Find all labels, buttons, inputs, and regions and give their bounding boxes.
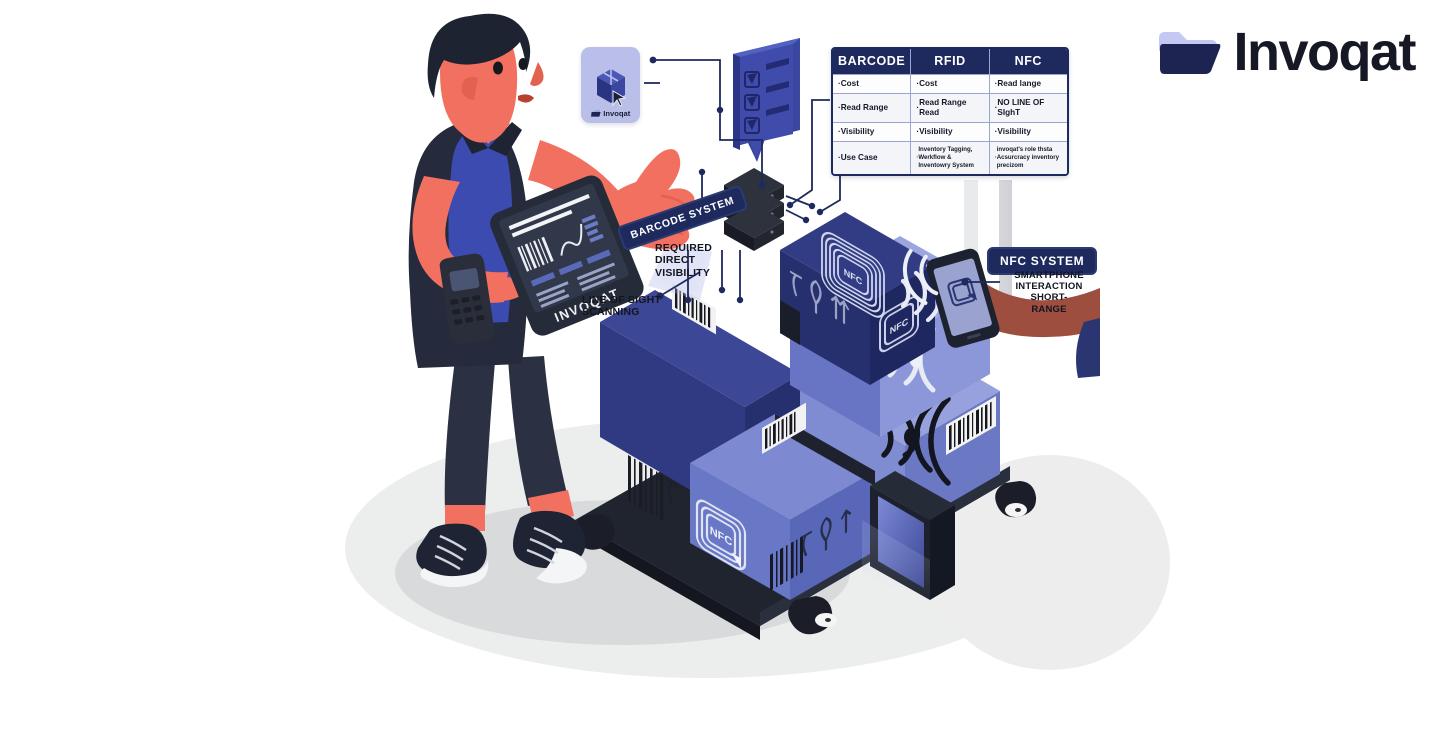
cursor-arrow-icon [612, 90, 626, 107]
table-header-row: BARCODE RFID NFC [833, 49, 1067, 75]
table-cell: Cost [833, 75, 912, 94]
folder-icon [1157, 27, 1221, 77]
folder-icon [590, 110, 601, 117]
cart-wheel-front [788, 596, 837, 635]
table-header-rfid: RFID [911, 49, 990, 75]
table-row: Visibility Visibility Visibility [833, 122, 1067, 142]
cart-tablet [862, 471, 955, 612]
tablet-barcode [517, 236, 554, 272]
cart-wheel-right [995, 481, 1037, 518]
table-cell: NO LINE OF SIghT [990, 94, 1067, 122]
3d-box-icon [596, 69, 626, 107]
invoqat-app-card[interactable]: Invoqat [581, 47, 640, 123]
callout-line-of-sight-scanning: LINE OF SIGHT SCANNING [582, 294, 662, 319]
handling-icons [799, 509, 852, 557]
table-cell: Visibility [911, 123, 990, 142]
table-cell: Visibility [990, 123, 1067, 141]
table-header-nfc: NFC [1014, 54, 1043, 68]
nfc-icon-phone [947, 277, 976, 307]
table-header-barcode: BARCODE [833, 49, 912, 75]
scan-beam [648, 240, 712, 300]
barcode-label [946, 396, 996, 455]
callout-required-direct-visibility: REQUIRED DIRECT VISIBILITY [655, 242, 735, 279]
box-deck-barcode [762, 402, 806, 454]
barcode-label [628, 455, 664, 522]
table-cell: invoqat's role thsta Acsurcracy inventor… [990, 142, 1067, 174]
table-cell: Read Range [833, 94, 912, 123]
table-cell: Inventory Tagging, Werkflow & Inventowry… [911, 142, 990, 175]
app-card-label: Invoqat [603, 109, 631, 118]
comparison-table: BARCODE RFID NFC Cost Cost Read lange Re… [831, 47, 1069, 177]
table-cell: Read Range Read [911, 94, 990, 123]
tablet-ui [508, 194, 616, 308]
belt-scanner [439, 253, 495, 345]
barcode-label [770, 535, 803, 591]
callout-line: SCANNING [582, 306, 640, 319]
table-row: Use Case Inventory Tagging, Werkflow & I… [833, 141, 1067, 175]
table-cell: Cost [911, 75, 990, 94]
badge-nfc-system: NFC SYSTEM [987, 247, 1098, 275]
table-row: Cost Cost Read lange [833, 74, 1067, 94]
table-row: Read Range Read Range Read NO LINE OF SI… [833, 93, 1067, 123]
table-cell: Use Case [833, 142, 912, 175]
box-front-nfc: NFC [690, 414, 875, 600]
checklist-bubble [733, 38, 800, 162]
shoe-right [513, 510, 587, 584]
table-cell: Read lange [990, 75, 1067, 93]
callout-line: SHORT-RANGE [1030, 292, 1068, 315]
smartphone [926, 248, 1000, 348]
callout-line: INTERACTION [1015, 281, 1083, 293]
table-cell: Visibility [833, 123, 912, 142]
callout-smartphone-interaction: SMARTPHONE INTERACTION SHORT-RANGE [1014, 270, 1084, 315]
callout-line: SMARTPHONE [1014, 270, 1084, 281]
brand-logo: Invoqat [1157, 22, 1416, 82]
callout-line: DIRECT VISIBILITY [655, 254, 711, 279]
brand-name: Invoqat [1233, 22, 1416, 82]
app-card-label-row: Invoqat [590, 109, 631, 118]
callout-line: REQUIRED [655, 242, 713, 254]
shoe-left [416, 523, 489, 588]
callout-line: LINE OF SIGHT [582, 294, 662, 306]
handling-icons [789, 270, 850, 324]
phone-signal-waves [902, 249, 939, 305]
